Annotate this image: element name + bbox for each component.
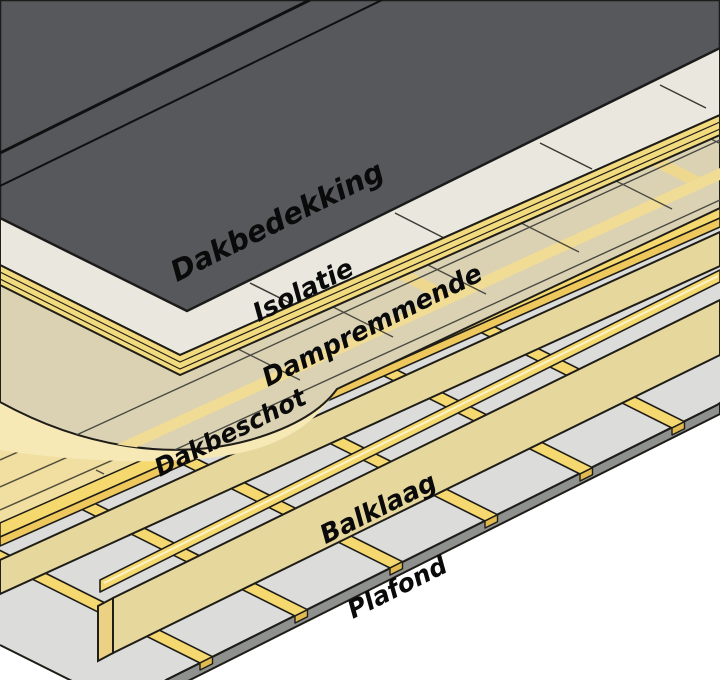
batten-cross (99, 269, 720, 593)
isolatie-edge-stripes (0, 113, 720, 377)
dakbedekking-seam (0, 0, 311, 155)
layer-dakbedekking (0, 0, 720, 313)
plafond-front-edge-line (165, 404, 718, 680)
beam-front-end-face (97, 596, 114, 663)
dakbeschot-peel-highlight (0, 389, 337, 462)
dakbeschot-front-edge (0, 217, 720, 547)
beam-upper (0, 230, 720, 596)
layer-balklaag (0, 230, 720, 663)
dakbedekking-sheet (0, 0, 720, 313)
dakbedekking-seam (0, 0, 383, 187)
plafond-left-edge (0, 644, 73, 680)
beam-front (97, 298, 720, 663)
